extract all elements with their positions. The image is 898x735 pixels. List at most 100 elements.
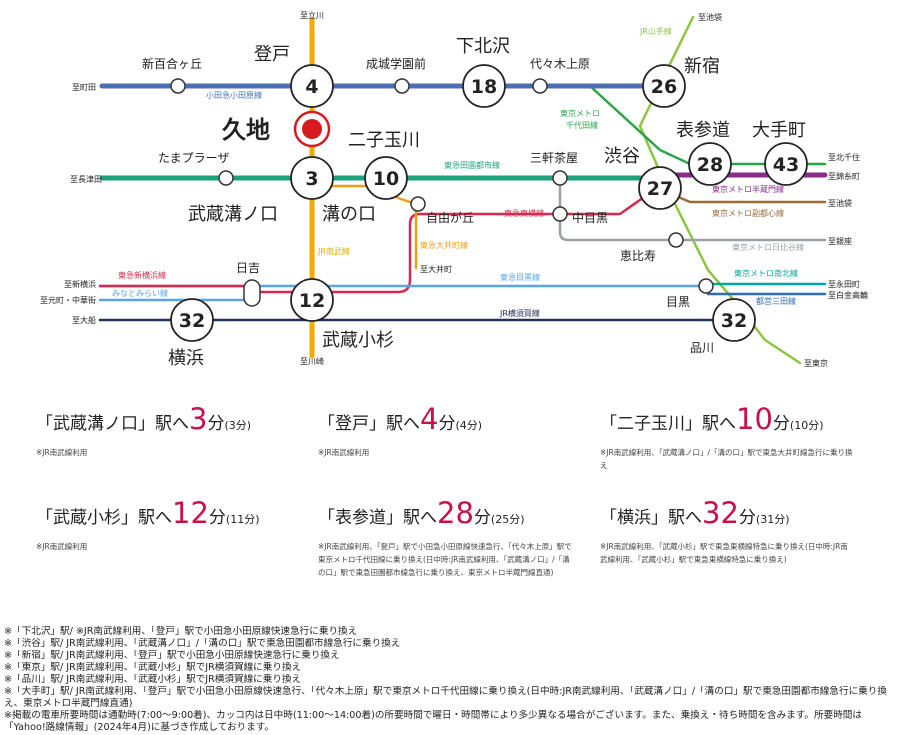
station-nakameguro[interactable] [552, 206, 568, 222]
station-futakotamagawa-badge[interactable]: 10 [364, 156, 408, 200]
station-meguro[interactable] [698, 278, 714, 294]
label-sangenjaya: 三軒茶屋 [530, 150, 578, 165]
station-sangenjaya[interactable] [552, 170, 568, 186]
svg-text:28: 28 [697, 154, 723, 176]
info-note: ※JR南武線利用、「登戸」駅で小田急小田原線快速急行、「代々木上原」駅で東京メト… [318, 541, 572, 578]
station-noborito-badge[interactable]: 4 [290, 64, 334, 108]
station-yokohama-badge[interactable]: 32 [170, 298, 214, 342]
svg-text:18: 18 [471, 76, 497, 98]
label-tamaplaza: たまプラーザ [158, 151, 229, 165]
dir-ginza: 至銀座 [828, 236, 852, 246]
station-musashimizonokuchi-badge[interactable]: 3 [290, 156, 334, 200]
info-alt-minutes: (10分) [789, 419, 824, 432]
station-shimokitazawa-badge[interactable]: 18 [462, 64, 506, 108]
footnote: ※「品川」駅/ JR南武線利用、「武蔵小杉」駅でJR横須賀線に乗り換え [4, 674, 302, 685]
label-odakyu-line: 小田急小田原線 [206, 90, 262, 100]
station-omotesando-badge[interactable]: 28 [688, 142, 732, 186]
info-note: ※JR南武線利用 [318, 447, 370, 457]
dir-ikebukuro-top: 至池袋 [698, 12, 722, 22]
info-note: ※JR南武線利用 [36, 447, 88, 457]
svg-text:27: 27 [647, 178, 673, 200]
info-futakotamagawa: 「二子玉川」駅へ10分(10分) ※JR南武線利用、「武蔵溝ノ口」/「溝の口」駅… [600, 402, 890, 472]
info-heading: 「横浜」駅へ32分(31分) [600, 496, 790, 530]
label-musashikosugi: 武蔵小杉 [322, 330, 394, 351]
label-futakotamagawa: 二子玉川 [348, 130, 420, 151]
label-musashimizonokuchi: 武蔵溝ノ口 [188, 204, 278, 225]
station-otemachi-badge[interactable]: 43 [764, 142, 808, 186]
station-shibuya-badge[interactable]: 27 [638, 166, 682, 210]
dir-tokyo: 至東京 [804, 358, 828, 368]
label-nambu-line: JR南武線 [317, 246, 350, 256]
svg-text:4: 4 [305, 76, 318, 98]
label-otemachi: 大手町 [752, 120, 806, 141]
footnote: ※「渋谷」駅/ JR南武線利用、「武蔵溝ノ口」/「溝の口」駅で東急田園都市線急行… [4, 638, 401, 649]
footnote: ※「新宿」駅/ JR南武線利用、「登戸」駅で小田急小田原線快速急行に乗り換え [4, 650, 340, 661]
label-mizonokuchi: 溝の口 [322, 204, 376, 225]
info-minutes: 12 [172, 496, 209, 530]
label-shinyokohama-line: 東急新横浜線 [118, 270, 166, 280]
label-namboku-line: 東京メトロ南北線 [734, 268, 798, 278]
info-note: ※JR南武線利用 [36, 541, 88, 551]
label-minatomirai-line: みなとみらい線 [112, 288, 168, 298]
dir-tachikawa: 至立川 [300, 10, 324, 20]
dir-ikebukuro: 至池袋 [828, 198, 852, 208]
info-musashikosugi: 「武蔵小杉」駅へ12分(11分) ※JR南武線利用 [36, 496, 326, 553]
label-yokohama: 横浜 [168, 348, 204, 369]
label-noborito: 登戸 [254, 44, 290, 65]
station-seijogakuenmae[interactable] [394, 78, 410, 94]
dir-shirokanetakanawa: 至白金高輪 [828, 290, 868, 300]
hibiya-line [558, 176, 827, 242]
station-ebisu[interactable] [668, 232, 684, 248]
info-heading: 「武蔵小杉」駅へ12分(11分) [36, 496, 260, 530]
label-hibiya-line: 東京メトロ日比谷線 [732, 242, 804, 252]
info-alt-minutes: (3分) [224, 419, 252, 432]
info-minutes: 10 [736, 402, 773, 436]
station-hiyoshi[interactable] [243, 279, 261, 307]
label-ebisu: 恵比寿 [620, 249, 656, 263]
info-minutes: 32 [702, 496, 739, 530]
station-jiyugaoka[interactable] [410, 196, 426, 212]
svg-text:10: 10 [373, 168, 399, 190]
dir-ofuna: 至大船 [72, 315, 96, 325]
info-alt-minutes: (25分) [490, 513, 525, 526]
route-map: 4 18 26 3 10 28 43 27 [40, 10, 868, 369]
footnote: ※「下北沢」駅/ ※JR南武線利用、「登戸」駅で小田急小田原線快速急行に乗り換え [4, 626, 358, 637]
dir-kinshicho: 至錦糸町 [828, 171, 860, 181]
footnote: ※「大手町」駅/ JR南武線利用、「登戸」駅で小田急小田原線快速急行、「代々木上… [4, 686, 887, 709]
label-yoyogiuehara: 代々木上原 [530, 57, 590, 71]
home-station-kuji[interactable] [293, 110, 331, 148]
label-toyoko-line: 東急東横線 [504, 208, 544, 218]
station-shinyurigaoka[interactable] [170, 78, 186, 94]
label-kuji: 久地 [222, 116, 270, 144]
dir-machida: 至町田 [72, 83, 96, 92]
info-heading: 「二子玉川」駅へ10分(10分) [600, 402, 824, 436]
label-omotesando: 表参道 [676, 120, 730, 141]
footnote: ※「東京」駅/ JR南武線利用、「武蔵小杉」駅でJR横須賀線に乗り換え [4, 662, 302, 673]
label-yokosuka-line: JR横須賀線 [499, 308, 540, 318]
label-denentoshi-line: 東急田園都市線 [444, 160, 500, 170]
station-yoyogiuehara[interactable] [532, 78, 548, 94]
dir-nagatsuta: 至長津田 [70, 174, 102, 184]
label-chiyoda-line-2: 千代田線 [566, 120, 598, 130]
station-tamaplaza[interactable] [218, 170, 234, 186]
info-yokohama: 「横浜」駅へ32分(31分) ※JR南武線利用、「武蔵小杉」駅で東急東横線特急に… [600, 496, 890, 566]
dir-kawasaki: 至川崎 [300, 356, 324, 366]
dir-oimachi: 至大井町 [420, 264, 452, 274]
station-musashikosugi-badge[interactable]: 12 [290, 278, 334, 322]
label-nakameguro: 中目黒 [572, 210, 608, 225]
svg-text:3: 3 [305, 168, 318, 190]
station-shinjuku-badge[interactable]: 26 [642, 64, 686, 108]
info-heading: 「登戸」駅へ4分(4分) [318, 402, 483, 436]
label-shinjuku: 新宿 [684, 56, 720, 77]
info-minutes: 4 [420, 402, 439, 436]
info-minutes: 3 [189, 402, 208, 436]
svg-text:12: 12 [299, 290, 325, 312]
info-note: ※JR南武線利用、「武蔵溝ノ口」/「溝の口」駅で東急大井町線急行に乗り換え [600, 447, 853, 470]
dir-nagatacho: 至永田町 [828, 279, 860, 289]
dir-shinyokohama: 至新横浜 [64, 279, 96, 289]
station-shinagawa-badge[interactable]: 32 [712, 298, 756, 342]
label-oimachi-line: 東急大井町線 [420, 240, 468, 250]
svg-text:43: 43 [773, 154, 799, 176]
svg-text:32: 32 [721, 310, 747, 332]
label-shinyurigaoka: 新百合ヶ丘 [142, 56, 202, 71]
